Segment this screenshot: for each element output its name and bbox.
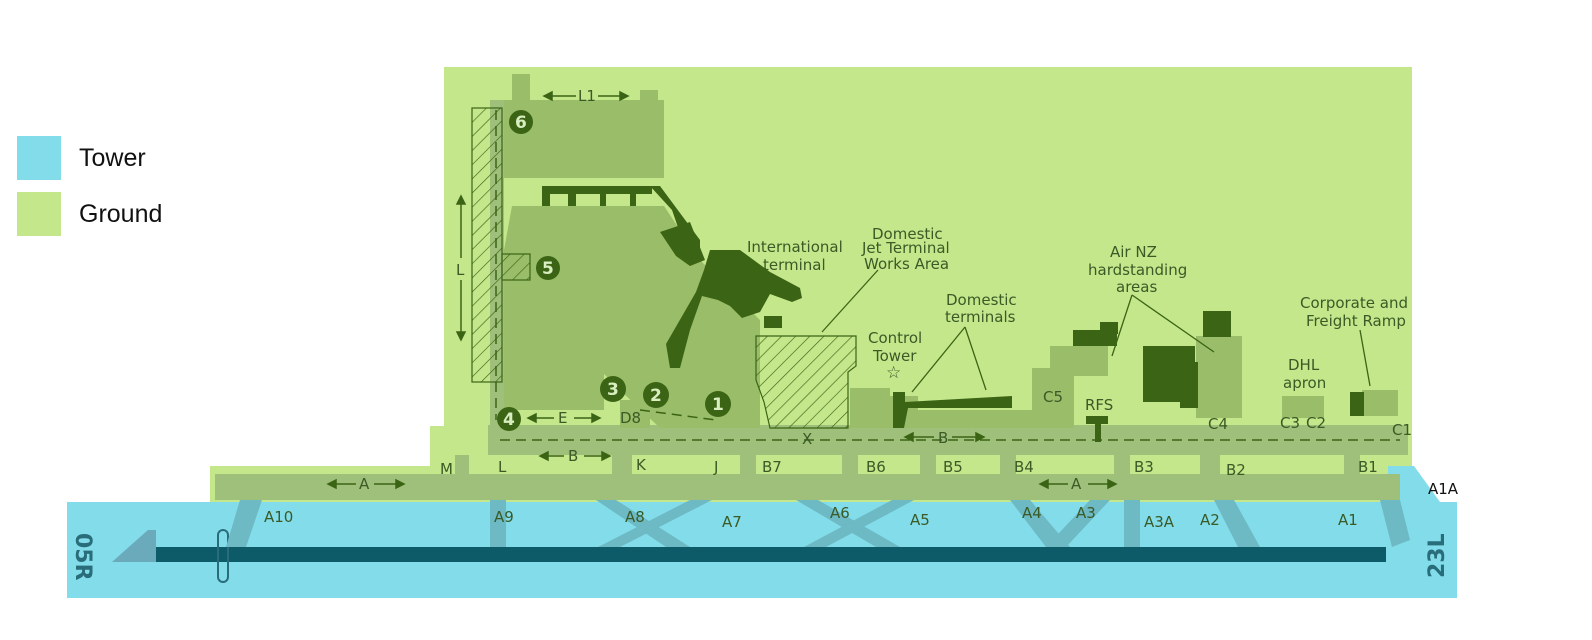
gate-marker-3	[600, 376, 626, 402]
label-domestic-jet-2: Jet Terminal	[861, 239, 950, 257]
direction-arrows	[326, 90, 1118, 490]
legend: Tower Ground	[17, 136, 162, 248]
runway-turnpad	[112, 530, 156, 562]
runway-label-23l: 23L	[1425, 533, 1450, 578]
label-c1: C1	[1392, 421, 1412, 439]
taxiway-label-b2: B2	[1226, 461, 1246, 479]
label-air-nz-1: Air NZ	[1110, 243, 1157, 261]
gate-marker-2	[643, 382, 669, 408]
label-air-nz-2: hardstanding	[1088, 261, 1187, 279]
label-control-tower-1: Control	[868, 329, 922, 347]
area-labels: International terminal Domestic Jet Term…	[359, 87, 1459, 498]
label-domestic-jet-1: Domestic	[872, 225, 943, 243]
taxiway-label-b4: B4	[1014, 458, 1034, 476]
exit-label-a8: A8	[625, 508, 645, 526]
label-domestic-terminals-2: terminals	[945, 308, 1016, 326]
gate-marker-5-label: 5	[542, 259, 554, 279]
label-control-tower-2: Tower	[872, 347, 917, 365]
gate-marker-2-label: 2	[650, 386, 662, 406]
exit-label-a2: A2	[1200, 511, 1220, 529]
taxiway-label-m: M	[440, 460, 453, 478]
exit-label-a10: A10	[264, 508, 293, 526]
label-c4: C4	[1208, 415, 1228, 433]
runway-hold-marker	[217, 529, 229, 583]
gate-marker-5	[536, 256, 560, 280]
hatched-area-domestic-jet	[755, 335, 857, 429]
legend-swatch-tower	[17, 136, 61, 180]
label-b-upper: B	[938, 429, 948, 447]
tower-area-east	[1388, 466, 1440, 502]
gate-marker-4	[497, 407, 521, 431]
buildings	[542, 186, 1364, 442]
label-c5: C5	[1043, 388, 1063, 406]
taxiway-label-b5: B5	[943, 458, 963, 476]
taxiway-label-b6: B6	[866, 458, 886, 476]
label-domestic-jet-3: Works Area	[864, 255, 949, 273]
label-c3: C3	[1280, 414, 1300, 432]
taxiway-labels: M L K J B7 B6 B5 B4 B3 B2 B1	[440, 456, 1378, 479]
taxiway-label-k: K	[636, 456, 647, 474]
label-b-lower: B	[568, 447, 578, 465]
label-international-terminal-1: International	[747, 238, 843, 256]
pointer-lines	[821, 269, 1371, 393]
label-c2: C2	[1306, 414, 1326, 432]
taxiway-label-j: J	[713, 458, 718, 476]
gate-marker-6	[509, 110, 533, 134]
label-a-left: A	[359, 475, 370, 493]
label-domestic-terminals-1: Domestic	[946, 291, 1017, 309]
label-international-terminal-2: terminal	[763, 256, 826, 274]
exit-labels: A10 A9 A8 A7 A6 A5 A4 A3 A3A A2 A1	[264, 504, 1358, 531]
exit-label-a1: A1	[1338, 511, 1358, 529]
label-x: X	[802, 430, 812, 448]
label-l1: L1	[578, 87, 596, 105]
legend-swatch-ground	[17, 192, 61, 236]
exit-label-a3: A3	[1076, 504, 1096, 522]
label-l: L	[456, 261, 465, 279]
taxiway-label-b7: B7	[762, 458, 782, 476]
legend-label-tower: Tower	[79, 143, 146, 172]
exit-label-a6: A6	[830, 504, 850, 522]
gate-marker-1-label: 1	[712, 395, 724, 415]
gate-marker-6-label: 6	[515, 113, 527, 133]
exit-label-a5: A5	[910, 511, 930, 529]
control-tower-icon: ☆	[886, 363, 901, 383]
label-e: E	[558, 409, 567, 427]
label-corporate-2: Freight Ramp	[1306, 312, 1406, 330]
gate-marker-3-label: 3	[607, 380, 619, 400]
label-a1a: A1A	[1428, 480, 1459, 498]
legend-item-tower: Tower	[17, 136, 162, 180]
hatched-area-5	[501, 253, 531, 281]
legend-label-ground: Ground	[79, 199, 163, 228]
gate-markers: 1 2 3 4 5 6	[497, 110, 731, 431]
label-rfs: RFS	[1085, 396, 1113, 414]
label-dhl-1: DHL	[1288, 356, 1320, 374]
hatched-area-l	[471, 107, 503, 383]
label-a-right: A	[1071, 475, 1082, 493]
runway	[148, 547, 1386, 562]
centerlines	[495, 110, 1400, 441]
label-air-nz-3: areas	[1116, 278, 1157, 296]
taxiway-label-l: L	[498, 458, 507, 476]
taxiway-label-b1: B1	[1358, 458, 1378, 476]
legend-item-ground: Ground	[17, 192, 162, 236]
exit-label-a9: A9	[494, 508, 514, 526]
label-dhl-2: apron	[1283, 374, 1326, 392]
runway-label-05r: 05R	[70, 533, 95, 581]
label-d8: D8	[620, 409, 641, 427]
exit-label-a7: A7	[722, 513, 742, 531]
taxiway-label-b3: B3	[1134, 458, 1154, 476]
gate-marker-4-label: 4	[503, 410, 515, 430]
label-corporate-1: Corporate and	[1300, 294, 1408, 312]
exit-label-a4: A4	[1022, 504, 1042, 522]
gate-marker-1	[705, 391, 731, 417]
exit-label-a3a: A3A	[1144, 513, 1175, 531]
